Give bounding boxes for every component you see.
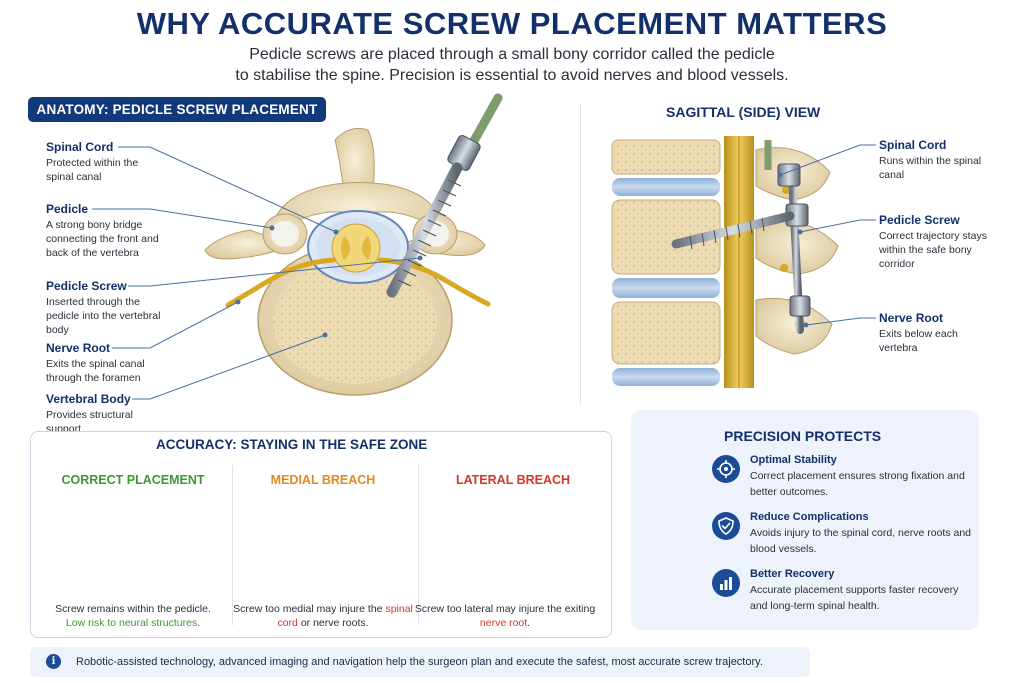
shield-icon — [712, 512, 740, 540]
case-desc-medial: Screw too medial may injure the spinal c… — [233, 603, 413, 629]
benefit-better-recovery: Better Recovery Accurate placement suppo… — [750, 568, 959, 612]
bar-chart-icon — [712, 569, 740, 597]
sagittal-callout-pedicle-screw: Pedicle Screw Correct trajectory stays w… — [879, 213, 987, 270]
case-desc-correct: Screw remains within the pedicle. Low ri… — [55, 603, 211, 629]
precision-protects-panel — [631, 410, 979, 630]
info-icon: i — [46, 654, 61, 669]
callout-pedicle-screw: Pedicle Screw Inserted through the pedic… — [46, 279, 161, 336]
axial-vertebra — [204, 127, 491, 396]
sagittal-callout-spinal-cord: Spinal Cord Runs within the spinal canal — [879, 138, 982, 181]
anatomy-leader-lines — [92, 146, 423, 400]
sagittal-title: SAGITTAL (SIDE) VIEW — [666, 104, 821, 120]
anatomy-banner: ANATOMY: PEDICLE SCREW PLACEMENT — [28, 97, 326, 122]
section-divider — [580, 104, 581, 404]
subtitle-line-2: to stabilise the spine. Precision is ess… — [235, 67, 789, 84]
case-title-medial: MEDIAL BREACH — [270, 473, 376, 487]
case-title-correct: CORRECT PLACEMENT — [61, 473, 205, 487]
case-desc-lateral: Screw too lateral may injure the exiting… — [414, 603, 596, 629]
subtitle-line-1: Pedicle screws are placed through a smal… — [249, 46, 775, 63]
column-divider — [418, 465, 419, 625]
benefit-reduce-complications: Reduce Complications Avoids injury to th… — [750, 511, 972, 555]
sagittal-spine — [611, 136, 839, 388]
column-divider — [232, 465, 233, 625]
callout-nerve-root: Nerve Root Exits the spinal canal throug… — [46, 341, 145, 384]
precision-protects-title: PRECISION PROTECTS — [724, 428, 882, 444]
callout-vertebral-body: Vertebral Body Provides structural suppo… — [46, 392, 133, 435]
benefit-optimal-stability: Optimal Stability Correct placement ensu… — [750, 454, 965, 498]
sagittal-leader-lines — [777, 144, 876, 328]
case-title-lateral: LATERAL BREACH — [455, 473, 571, 487]
footer-note: Robotic-assisted technology, advanced im… — [30, 647, 810, 677]
crosshair-icon — [712, 455, 740, 483]
page-title: WHY ACCURATE SCREW PLACEMENT MATTERS — [136, 6, 888, 41]
accuracy-title: ACCURACY: STAYING IN THE SAFE ZONE — [148, 437, 436, 452]
callout-spinal-cord: Spinal Cord Protected within the spinal … — [46, 140, 139, 183]
callout-pedicle: Pedicle A strong bony bridge connecting … — [46, 202, 159, 259]
main-pedicle-screw — [386, 93, 503, 298]
sagittal-callout-nerve-root: Nerve Root Exits below each vertebra — [879, 311, 958, 354]
accuracy-panel — [30, 431, 612, 638]
